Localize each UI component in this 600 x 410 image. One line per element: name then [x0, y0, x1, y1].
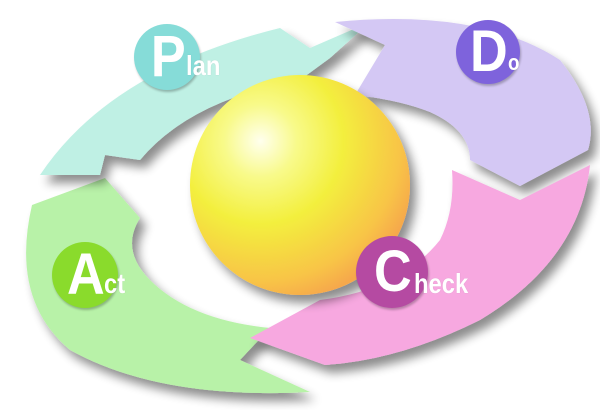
act-badge: A — [52, 242, 118, 308]
center-sphere — [190, 75, 410, 295]
act-arrow — [26, 178, 310, 394]
do-badge: D — [456, 20, 520, 84]
act-rest: ct — [104, 268, 126, 299]
check-rest: heck — [414, 268, 469, 299]
plan-rest: lan — [186, 50, 221, 81]
check-initial: C — [374, 239, 412, 304]
plan-initial: P — [150, 24, 185, 89]
do-arrow — [335, 19, 591, 186]
do-rest: o — [508, 50, 520, 75]
plan-label: P lan — [134, 24, 226, 90]
plan-arrow — [40, 22, 370, 175]
do-label: D o — [456, 20, 521, 84]
act-label: A ct — [52, 242, 129, 308]
do-initial: D — [470, 19, 508, 84]
act-initial: A — [67, 242, 105, 307]
check-badge: C — [356, 236, 428, 308]
plan-badge: P — [134, 24, 200, 90]
check-label: C heck — [356, 236, 478, 308]
